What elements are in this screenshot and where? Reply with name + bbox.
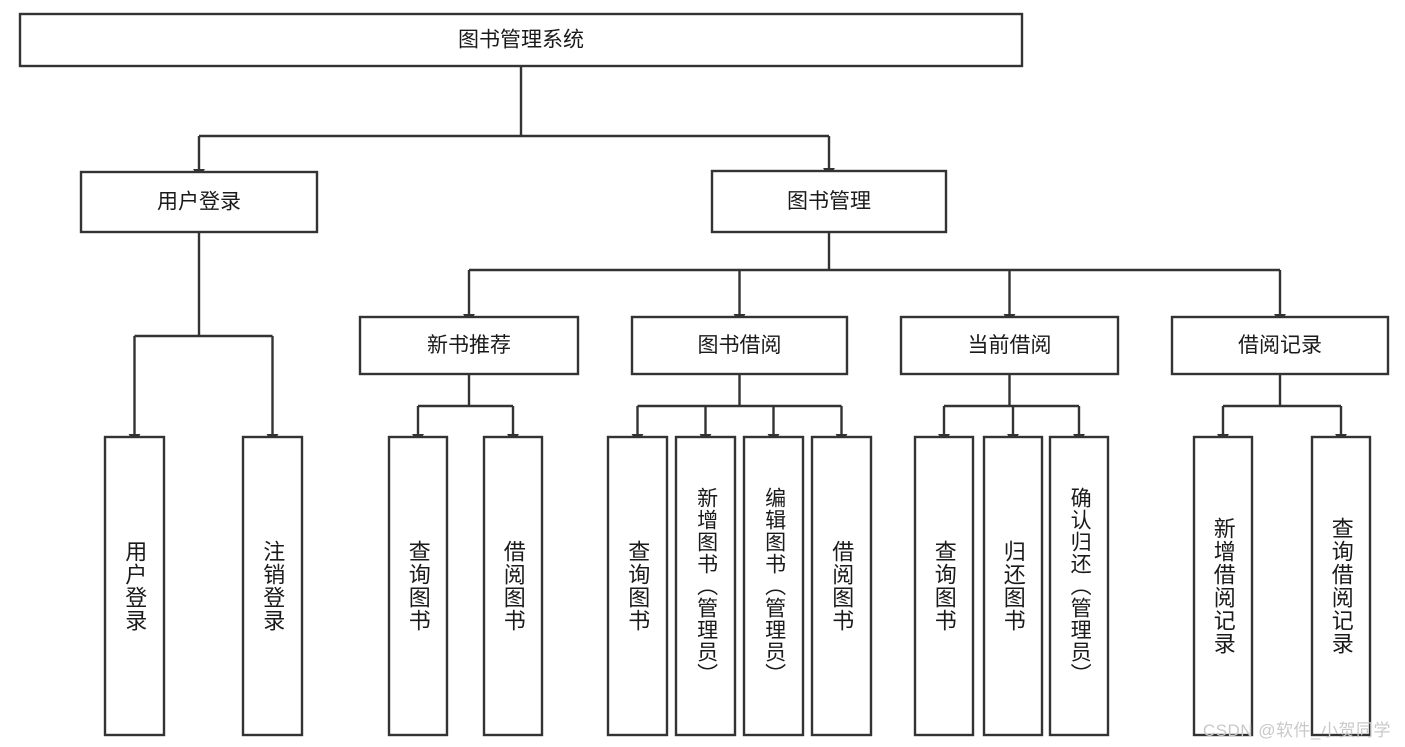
node-box-level2-1[interactable]	[630, 315, 849, 376]
node-box-leaf-3[interactable]	[482, 435, 544, 737]
node-box-leaf-12[interactable]	[1310, 435, 1372, 737]
node-box-leaf-6[interactable]	[742, 435, 805, 737]
node-box-level2-2[interactable]	[899, 315, 1120, 376]
node-box-level1-1[interactable]	[710, 169, 948, 234]
connector-layer	[128, 66, 1347, 445]
node-box-leaf-0[interactable]	[103, 435, 166, 737]
node-label-level1-1: 图书管理	[787, 190, 871, 213]
node-label-level1-0: 用户登录	[157, 191, 241, 214]
box-layer	[18, 12, 1390, 737]
node-box-leaf-2[interactable]	[387, 435, 449, 737]
node-box-leaf-4[interactable]	[606, 435, 669, 737]
node-box-leaf-5[interactable]	[674, 435, 737, 737]
node-box-level2-3[interactable]	[1170, 315, 1390, 376]
node-box-leaf-7[interactable]	[810, 435, 873, 737]
node-box-leaf-9[interactable]	[982, 435, 1044, 737]
node-box-level1-0[interactable]	[79, 170, 319, 234]
watermark: CSDN @软件_小贺同学	[1202, 721, 1391, 740]
node-box-leaf-8[interactable]	[913, 435, 975, 737]
node-box-leaf-11[interactable]	[1192, 435, 1254, 737]
node-box-leaf-1[interactable]	[241, 435, 304, 737]
node-label-level2-1: 图书借阅	[698, 334, 782, 357]
node-label-level2-0: 新书推荐	[427, 334, 511, 357]
node-label-root: 图书管理系统	[458, 29, 584, 52]
node-label-level2-3: 借阅记录	[1238, 334, 1322, 357]
node-box-level2-0[interactable]	[358, 315, 580, 376]
node-label-level2-2: 当前借阅	[968, 334, 1052, 357]
node-box-root[interactable]	[18, 12, 1024, 68]
node-box-leaf-10[interactable]	[1048, 435, 1110, 737]
